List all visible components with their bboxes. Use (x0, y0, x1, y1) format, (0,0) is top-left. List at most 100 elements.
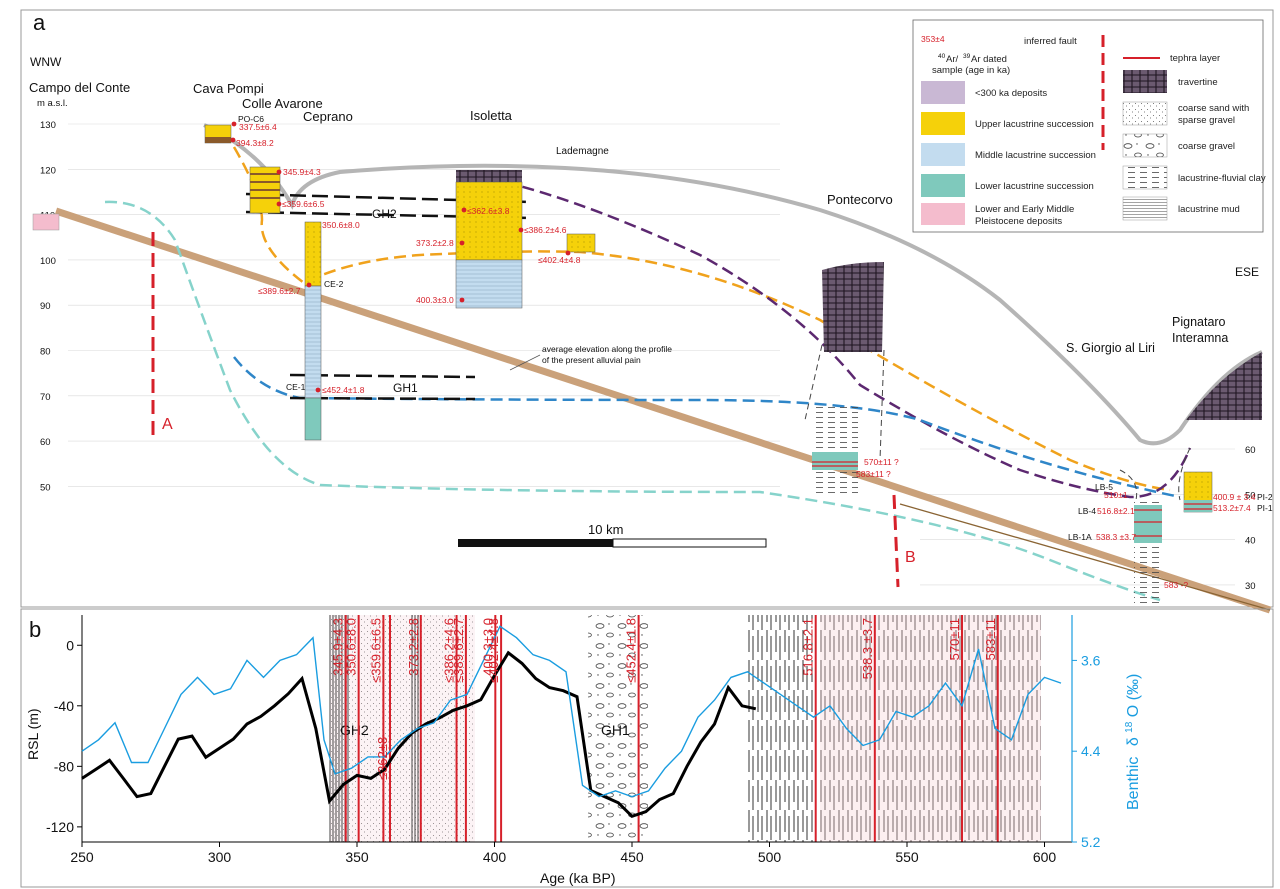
legend-sand-1: coarse sand with (1178, 103, 1249, 114)
gh2-zone (330, 615, 475, 842)
legend-middle: Middle lacustrine succession (975, 150, 1096, 161)
tephra-label: ≤359.6±6.5 (368, 618, 383, 683)
sample-po-c6: PO-C6 (238, 114, 264, 124)
gh2-surface-lower (245, 210, 531, 220)
sgiorgio-lower-lacustrine (1134, 505, 1162, 543)
lower-lacustrine-zone (745, 615, 1041, 842)
isoletta-column-middle (455, 259, 523, 309)
elevation-tick-label: 80 (40, 347, 51, 358)
locality-interamna: Interamna (1172, 331, 1228, 345)
locality-pontecorvo: Pontecorvo (827, 192, 893, 207)
axis-unit: m a.s.l. (37, 98, 68, 109)
y2-tick-label: 4.4 (1081, 743, 1101, 759)
tephra-label: ≤362±8 (375, 737, 390, 780)
locality-cava-pompi: Cava Pompi (193, 81, 264, 96)
tephra-label: 350.6±8.0 (344, 618, 359, 676)
y2-axis-title: Benthic δ 18 O (‰) (1119, 674, 1142, 810)
legend-tephra-label: tephra layer (1170, 53, 1220, 64)
tephra-label: 583±11 (983, 618, 998, 660)
orientation-left: WNW (30, 55, 62, 69)
pignataro-travertine (1186, 352, 1262, 420)
topographic-profile-line (203, 123, 1263, 446)
sample-452: ≤452.4±1.8 (322, 385, 365, 395)
locality-pignataro: Pignataro (1172, 315, 1226, 329)
y2-title-delta: δ (1125, 737, 1142, 746)
benthic-d18o-curve (81, 625, 1062, 798)
gh2-label-b: GH2 (340, 722, 369, 738)
sample-513: 513.2±7.4 (1213, 503, 1251, 513)
gh1-label-a: GH1 (393, 381, 418, 395)
locality-isoletta: Isoletta (470, 108, 513, 123)
sample-362: ≤362.6±3.8 (467, 206, 510, 216)
sample-373: 373.2±2.8 (416, 238, 454, 248)
tephra-label: 373.2±2.8 (406, 618, 421, 676)
pontecorvo-travertine (822, 262, 884, 352)
legend-early-1: Lower and Early Middle (975, 204, 1074, 215)
isoletta-small-column (566, 233, 596, 253)
sample-lb5: LB-5 (1095, 482, 1113, 492)
lateral-dashed-line (469, 173, 1192, 499)
tephra-label: 400.3±3.0 (480, 618, 495, 676)
plain-note-line-1: average elevation along the profile (542, 344, 672, 354)
y2-title-part-1: Benthic (1125, 757, 1142, 810)
scale-bar-white (612, 538, 767, 548)
sample-400-iso: 400.3±3.0 (416, 295, 454, 305)
x-tick-label: 350 (345, 849, 369, 865)
fault-a-label: A (162, 416, 173, 433)
locality-ceprano: Ceprano (303, 109, 353, 124)
scale-bar-black (458, 539, 613, 547)
elevation-tick-label: 130 (40, 120, 56, 131)
pontecorvo-lower-lacustrine (812, 452, 858, 470)
sample-516: 516.8±2.1 (1097, 506, 1135, 516)
tephra-label: ≤402.4±4.8 (486, 618, 501, 683)
sample-402: ≤402.4±4.8 (538, 255, 581, 265)
legend-sup-40: 40 (938, 53, 946, 60)
isoletta-travertine (456, 170, 522, 182)
orientation-right: ESE (1235, 265, 1259, 279)
panel-b-letter: b (29, 617, 41, 642)
y-tick-label: 0 (66, 637, 74, 653)
sample-394: 394.3±8.2 (236, 138, 274, 148)
x-tick-label: 450 (620, 849, 644, 865)
sample-570: 570±11 ? (864, 457, 899, 467)
sample-345: 345.9±4.3 (283, 167, 321, 177)
pontecorvo-column (812, 405, 858, 495)
legend-lower: Lower lacustrine succession (975, 181, 1094, 192)
sample-pi2: PI-2 (1257, 492, 1273, 502)
legend-dated-2: Ar/ (946, 54, 959, 65)
sample-583-q: 583 -? (1164, 580, 1188, 590)
x-tick-label: 550 (895, 849, 919, 865)
x-tick-label: 600 (1033, 849, 1057, 865)
elevation-tick-label-right: 40 (1245, 536, 1256, 547)
x-axis-title: Age (ka BP) (540, 870, 615, 886)
sample-389: ≤389.6±2.7 (258, 286, 301, 296)
sample-350: 350.6±8.0 (322, 220, 360, 230)
legend-dated-age: 353±4 (921, 34, 945, 44)
legend-sand-2: sparse gravel (1178, 115, 1235, 126)
tephra-label: 570±11 (947, 618, 962, 660)
elevation-tick-label: 50 (40, 482, 51, 493)
elevation-tick-label: 90 (40, 301, 51, 312)
locality-sgiorgio: S. Giorgio al Liri (1066, 341, 1155, 355)
gh1-label-b: GH1 (601, 722, 630, 738)
legend-sup-39: 39 (963, 53, 971, 60)
tephra-label: 538.3 ±3.7 (860, 618, 875, 679)
plain-note-line-2: of the present alluvial pain (542, 355, 641, 365)
gh2-surface-upper (245, 192, 531, 204)
alluvial-plain-line (54, 207, 1272, 614)
locality-colle-avarone: Colle Avarone (242, 96, 323, 111)
x-tick-label: 250 (70, 849, 94, 865)
ceprano-column-lower (304, 397, 322, 441)
locality-lademagne: Lademagne (556, 146, 609, 157)
legend-dated-4: sample (age in ka) (932, 65, 1010, 76)
tephra-label: 345.9±4.3 (331, 618, 346, 676)
elevation-tick-label: 120 (40, 165, 56, 176)
y-tick-label: -80 (54, 758, 74, 774)
legend-gravel: coarse gravel (1178, 141, 1235, 152)
panel-b-frame (20, 608, 1274, 888)
gh2-hatch (329, 615, 422, 842)
legend-fault-label: inferred fault (1024, 36, 1077, 47)
